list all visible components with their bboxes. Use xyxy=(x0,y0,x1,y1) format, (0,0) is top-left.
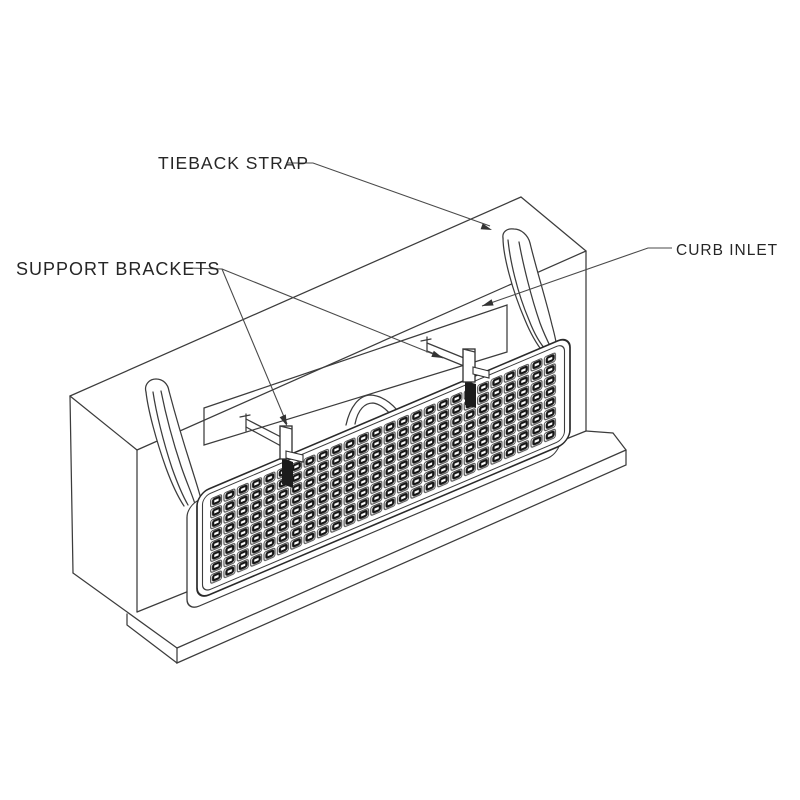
bracket-shadow-bar xyxy=(282,458,293,488)
leader-curb-inlet xyxy=(481,247,672,307)
arrowhead-support-bracket-left xyxy=(279,414,287,426)
gutter-slab xyxy=(126,432,627,664)
leader-support-bracket-right xyxy=(221,268,444,359)
label-tieback-strap: TIEBACK STRAP xyxy=(158,153,309,173)
support-bracket-left xyxy=(239,413,304,488)
bracket-lip xyxy=(285,450,304,463)
bracket-shadow-bar xyxy=(465,381,476,408)
arrowhead-curb-inlet xyxy=(482,299,494,306)
labels: TIEBACK STRAP SUPPORT BRACKETS CURB INLE… xyxy=(16,153,778,279)
tieback-strap-left xyxy=(144,378,203,507)
support-bracket-right xyxy=(420,336,490,408)
curb-inlet-opening xyxy=(203,304,508,446)
bracket-lip xyxy=(472,366,490,379)
leader-tieback-strap xyxy=(288,162,491,227)
filter-panel xyxy=(186,338,571,608)
leader-support-bracket-left xyxy=(187,267,288,425)
panel-frame-inner xyxy=(201,345,566,591)
arrowhead-support-bracket-right xyxy=(431,350,443,358)
perforation-grid xyxy=(210,351,557,586)
arrowhead-tieback-strap xyxy=(480,223,492,230)
label-support-brackets: SUPPORT BRACKETS xyxy=(16,259,220,279)
tieback-strap-right xyxy=(502,228,558,353)
label-curb-inlet: CURB INLET xyxy=(676,242,778,259)
leader-lines xyxy=(187,162,672,426)
